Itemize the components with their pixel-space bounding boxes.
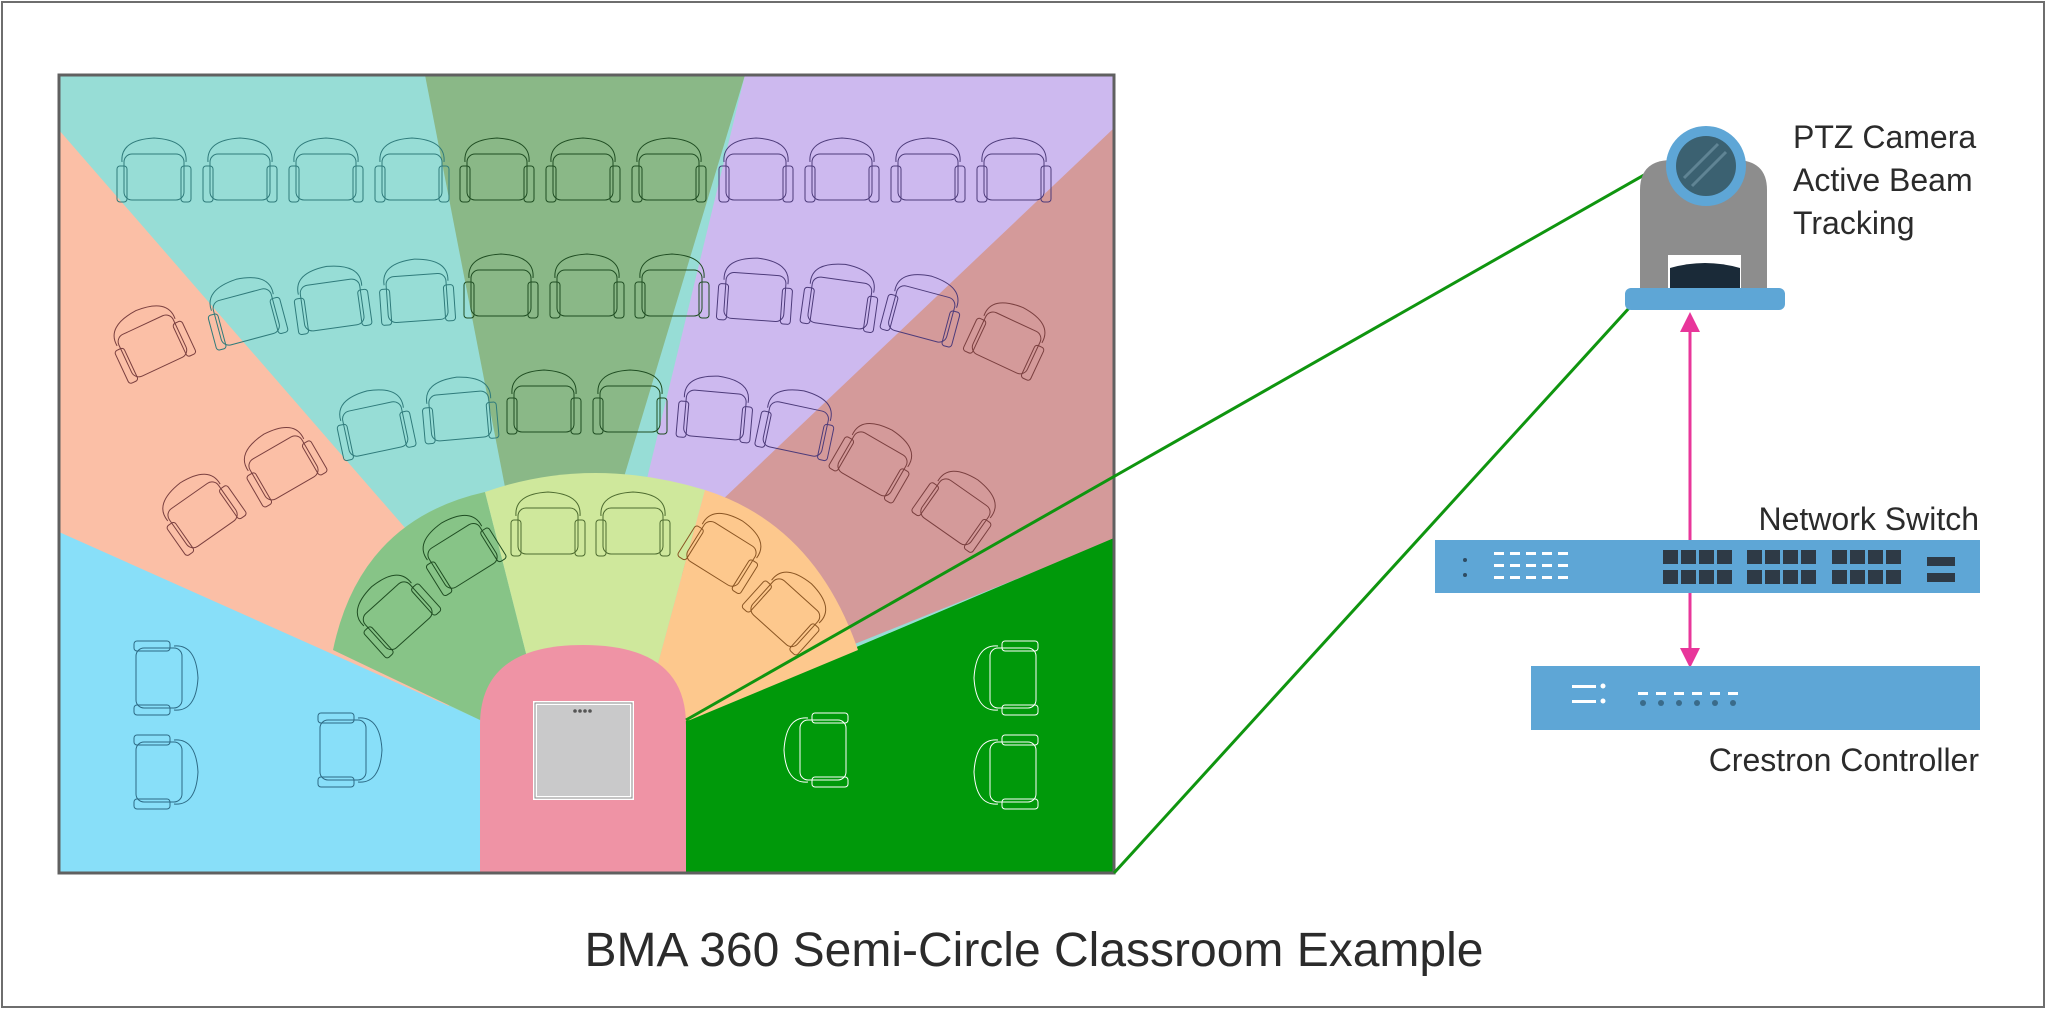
camera-label-line-3: Tracking [1793, 205, 1915, 241]
zone-mid-green [333, 492, 545, 728]
zone-bright-green [684, 538, 1114, 873]
crestron-controller-icon [1531, 666, 1980, 730]
zone-dark-green [425, 75, 745, 590]
signal-arrow-icon [1680, 312, 1700, 668]
diagram-title: BMA 360 Semi-Circle Classroom Example [585, 924, 1484, 977]
camera-label-line-1: PTZ Camera [1793, 119, 1976, 155]
network-switch-icon [1435, 540, 1980, 593]
room-floor [59, 75, 1114, 873]
ptz-camera-icon [1625, 126, 1785, 310]
camera-beam-line-upper [685, 148, 1689, 722]
ceiling-microphone-array-icon [533, 701, 634, 800]
crestron-controller-label: Crestron Controller [1709, 742, 1980, 778]
zone-orange [640, 490, 858, 730]
zone-light-blue [59, 532, 480, 873]
network-switch-label: Network Switch [1759, 501, 1980, 537]
room-outline [57, 73, 1116, 875]
camera-label-line-2: Active Beam [1793, 162, 1973, 198]
